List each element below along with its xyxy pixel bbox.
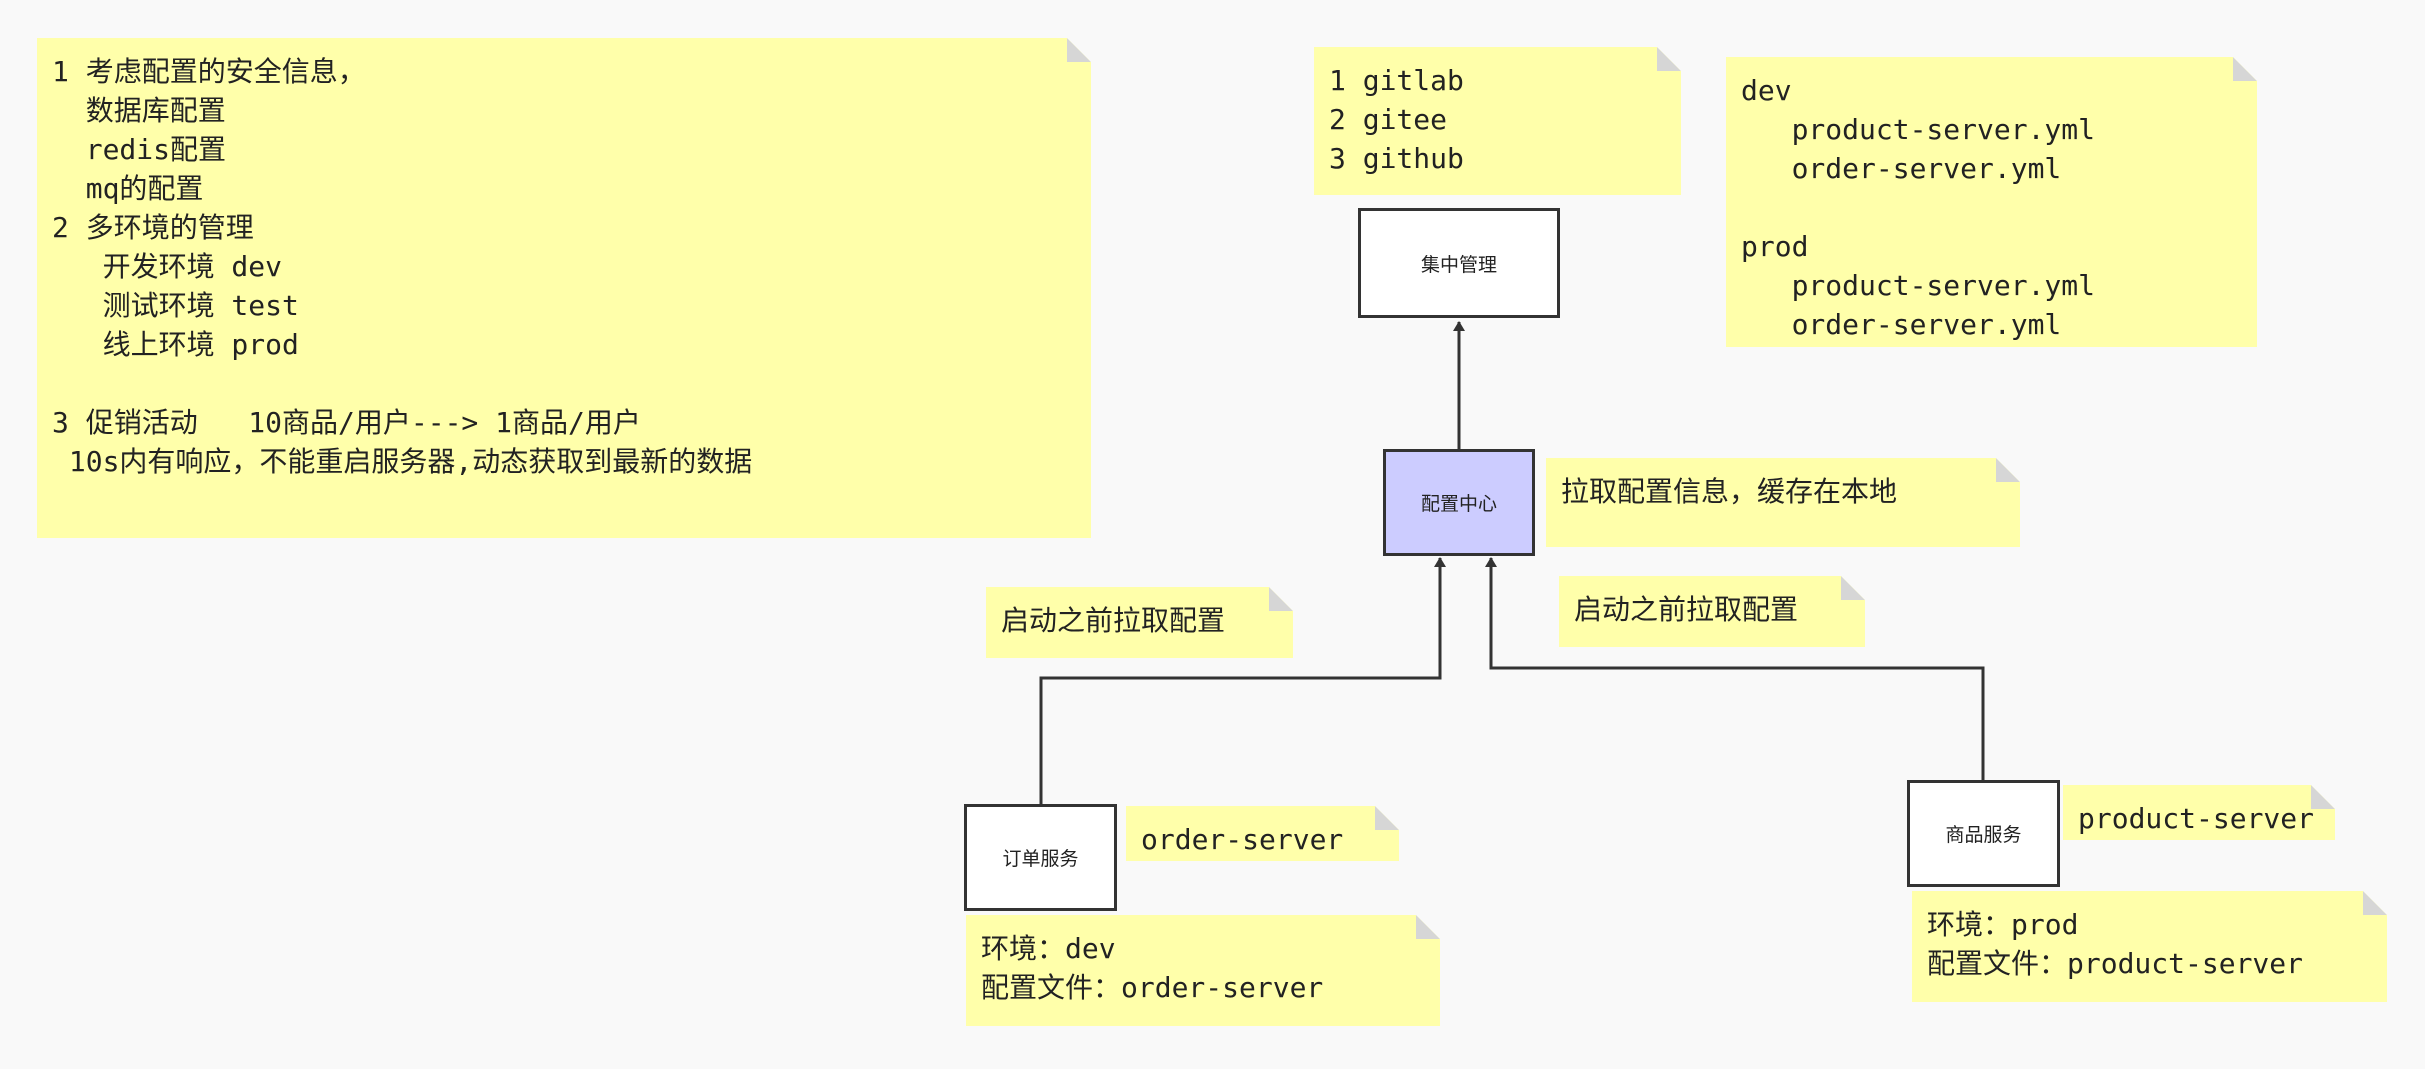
note-line: order-server [1141, 823, 1344, 856]
node-config-center[interactable]: 配置中心 [1383, 449, 1535, 556]
note-line [1741, 188, 2257, 227]
note-line: product-server [2078, 802, 2315, 835]
note-line: 3 github [1329, 142, 1464, 175]
note-line: order-server.yml [1741, 308, 2062, 341]
node-order-service-label: 订单服务 [1002, 848, 1079, 870]
note-line: product-server.yml [1741, 113, 2096, 146]
note-line: 环境：dev [981, 932, 1116, 965]
note-line: mq的配置 [52, 172, 204, 205]
node-centralized-management[interactable]: 集中管理 [1358, 208, 1560, 318]
note-pull-cache: 拉取配置信息，缓存在本地 [1546, 458, 2020, 547]
note-environments: dev product-server.yml order-server.yml p… [1726, 57, 2257, 347]
note-line: order-server.yml [1741, 152, 2062, 185]
note-line: 线上环境 prod [52, 328, 299, 361]
note-line: 测试环境 test [52, 289, 299, 322]
note-considerations: 1 考虑配置的安全信息， 数据库配置 redis配置 mq的配置 2 多环境的管理… [37, 38, 1091, 538]
node-config-center-label: 配置中心 [1420, 493, 1497, 515]
note-line: 数据库配置 [52, 94, 226, 127]
note-line: 3 促销活动 10商品/用户---> 1商品/用户 [52, 406, 641, 439]
note-line: 2 gitee [1329, 103, 1448, 136]
note-line: 启动之前拉取配置 [1001, 604, 1226, 637]
edge-order-service-to-config-center [1039, 557, 1446, 805]
note-line: 开发环境 dev [52, 250, 283, 283]
node-product-service-label: 商品服务 [1945, 824, 2022, 846]
note-line: 1 gitlab [1329, 64, 1464, 97]
note-line: 配置文件：product-server [1927, 947, 2304, 980]
note-line [52, 364, 1091, 403]
note-order-server-env: 环境：dev 配置文件：order-server [966, 915, 1440, 1026]
note-order-server-name: order-server [1126, 806, 1399, 861]
note-line: 1 考虑配置的安全信息， [52, 55, 366, 88]
note-line: prod [1741, 230, 1809, 263]
node-product-service[interactable]: 商品服务 [1907, 780, 2060, 887]
note-line: redis配置 [52, 133, 227, 166]
node-order-service[interactable]: 订单服务 [964, 804, 1117, 911]
edge-product-service-to-config-center [1485, 557, 1985, 781]
note-repositories: 1 gitlab 2 gitee 3 github [1314, 47, 1681, 195]
note-line: 环境：prod [1927, 908, 2079, 941]
note-pull-before-start-right: 启动之前拉取配置 [1559, 576, 1865, 647]
note-pull-before-start-left: 启动之前拉取配置 [986, 587, 1293, 658]
node-centralized-management-label: 集中管理 [1420, 253, 1497, 276]
note-line: 2 多环境的管理 [52, 211, 254, 244]
note-line: 配置文件：order-server [981, 971, 1324, 1004]
note-product-server-name: product-server [2063, 785, 2335, 840]
note-product-server-env: 环境：prod 配置文件：product-server [1912, 891, 2387, 1002]
note-line: dev [1741, 74, 1792, 107]
note-line: 拉取配置信息，缓存在本地 [1561, 475, 1898, 508]
note-line: 10s内有响应，不能重启服务器,动态获取到最新的数据 [52, 445, 753, 478]
note-line: product-server.yml [1741, 269, 2096, 302]
note-line: 启动之前拉取配置 [1574, 593, 1799, 626]
